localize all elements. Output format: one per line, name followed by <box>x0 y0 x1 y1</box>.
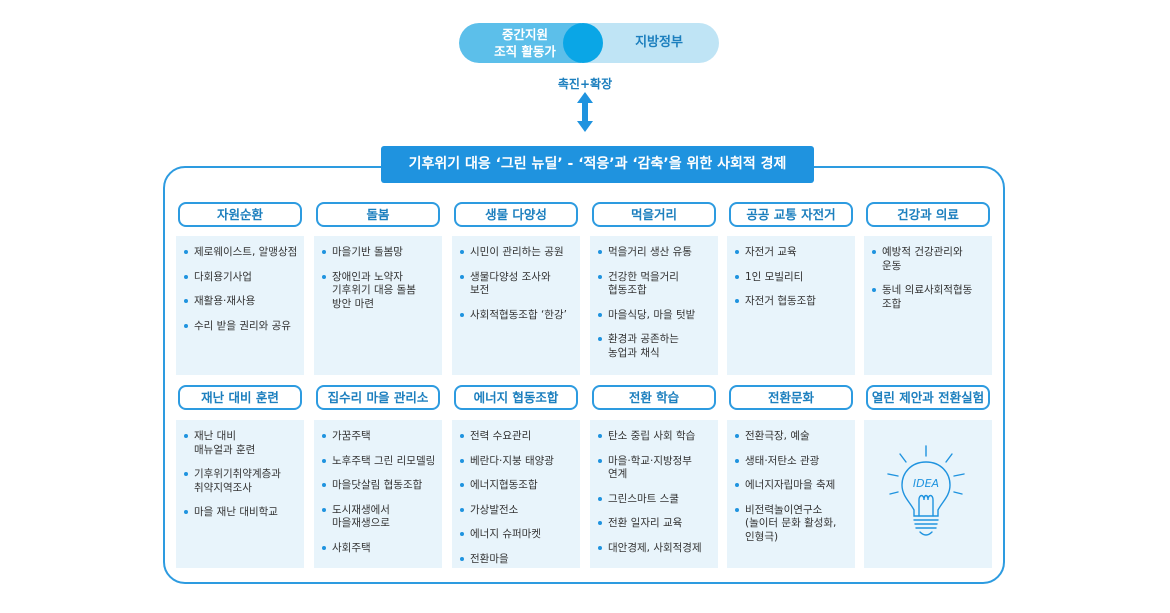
list-item: 전력 수요관리 <box>460 430 574 444</box>
list-item: 에너지협동조합 <box>460 479 574 493</box>
list-item: 가상발전소 <box>460 504 574 518</box>
list-item: 마을닷살림 협동조합 <box>322 479 436 493</box>
list-item: 자전거 교육 <box>735 246 849 260</box>
box-health-medical: 예방적 건강관리와 운동 동네 의료사회적협동 조합 <box>864 236 992 375</box>
category-house-repair-office: 집수리 마을 관리소 <box>316 385 440 410</box>
box-public-transport-bicycle: 자전거 교육 1인 모빌리티 자전거 협동조합 <box>727 236 855 375</box>
list-item: 비전력놀이연구소 (놀이터 문화 활성화, 인형극) <box>735 504 849 545</box>
list-item: 마을·학교·지방정부 연계 <box>598 455 712 482</box>
list-item: 노후주택 그린 리모델링 <box>322 455 436 469</box>
actor-pill: 중간지원 조직 활동가 지방정부 <box>459 23 719 63</box>
bulb-idea-text: IDEA <box>913 477 939 490</box>
category-biodiversity: 생물 다양성 <box>454 202 578 227</box>
list-item: 생태·저탄소 관광 <box>735 455 849 469</box>
category-public-transport-bicycle: 공공 교통 자전거 <box>729 202 853 227</box>
pill-center-circle <box>563 23 603 63</box>
list-item: 탄소 중립 사회 학습 <box>598 430 712 444</box>
list-item: 마을 재난 대비학교 <box>184 506 298 520</box>
list-item: 전환극장, 예술 <box>735 430 849 444</box>
list-item: 에너지자립마을 축제 <box>735 479 849 493</box>
category-health-medical: 건강과 의료 <box>866 202 990 227</box>
list-item: 재난 대비 매뉴얼과 훈련 <box>184 430 298 457</box>
list-item: 재활용·재사용 <box>184 295 298 309</box>
list-item: 다회용기사업 <box>184 271 298 285</box>
list-item: 에너지 슈퍼마켓 <box>460 528 574 542</box>
list-item: 먹을거리 생산 유통 <box>598 246 712 260</box>
list-item: 그린스마트 스쿨 <box>598 493 712 507</box>
double-arrow-icon <box>575 92 595 132</box>
category-resource-circulation: 자원순환 <box>178 202 302 227</box>
list-item: 전환마을 <box>460 553 574 567</box>
box-disaster-training: 재난 대비 매뉴얼과 훈련 기후위기취약계층과 취약지역조사 마을 재난 대비학… <box>176 420 304 568</box>
list-item: 사회주택 <box>322 542 436 556</box>
box-energy-cooperative: 전력 수요관리 베란다·지붕 태양광 에너지협동조합 가상발전소 에너지 슈퍼마… <box>452 420 580 568</box>
promote-expand-label: 촉진+확장 <box>540 75 630 92</box>
list-item: 가꿈주택 <box>322 430 436 444</box>
list-item: 도시재생에서 마을재생으로 <box>322 504 436 531</box>
list-item: 장애인과 노약자 기후위기 대응 돌봄 방안 마련 <box>322 271 436 312</box>
category-disaster-training: 재난 대비 훈련 <box>178 385 302 410</box>
box-house-repair-office: 가꿈주택 노후주택 그린 리모델링 마을닷살림 협동조합 도시재생에서 마을재생… <box>314 420 442 568</box>
box-care: 마을기반 돌봄망 장애인과 노약자 기후위기 대응 돌봄 방안 마련 <box>314 236 442 375</box>
list-item: 마을기반 돌봄망 <box>322 246 436 260</box>
category-food: 먹을거리 <box>592 202 716 227</box>
list-item: 환경과 공존하는 농업과 채식 <box>598 333 712 360</box>
list-item: 기후위기취약계층과 취약지역조사 <box>184 468 298 495</box>
lightbulb-icon: IDEA <box>886 444 966 544</box>
list-item: 사회적협동조합 ‘한강’ <box>460 309 574 323</box>
category-transition-culture: 전환문화 <box>729 385 853 410</box>
list-item: 전환 일자리 교육 <box>598 517 712 531</box>
category-care: 돌봄 <box>316 202 440 227</box>
box-transition-culture: 전환극장, 예술 생태·저탄소 관광 에너지자립마을 축제 비전력놀이연구소 (… <box>727 420 855 568</box>
list-item: 예방적 건강관리와 운동 <box>872 246 986 273</box>
list-item: 수리 받을 권리와 공유 <box>184 320 298 334</box>
box-resource-circulation: 제로웨이스트, 알맹상점 다회용기사업 재활용·재사용 수리 받을 권리와 공유 <box>176 236 304 375</box>
box-transition-learning: 탄소 중립 사회 학습 마을·학교·지방정부 연계 그린스마트 스쿨 전환 일자… <box>590 420 718 568</box>
list-item: 생물다양성 조사와 보전 <box>460 271 574 298</box>
list-item: 동네 의료사회적협동 조합 <box>872 284 986 311</box>
main-title: 기후위기 대응 ‘그린 뉴딜’ - ‘적응’과 ‘감축’을 위한 사회적 경제 <box>381 146 814 183</box>
list-item: 대안경제, 사회적경제 <box>598 542 712 556</box>
list-item: 1인 모빌리티 <box>735 271 849 285</box>
list-item: 시민이 관리하는 공원 <box>460 246 574 260</box>
list-item: 자전거 협동조합 <box>735 295 849 309</box>
category-energy-cooperative: 에너지 협동조합 <box>454 385 578 410</box>
box-food: 먹을거리 생산 유통 건강한 먹을거리 협동조합 마을식당, 마을 텃밭 환경과… <box>590 236 718 375</box>
box-biodiversity: 시민이 관리하는 공원 생물다양성 조사와 보전 사회적협동조합 ‘한강’ <box>452 236 580 375</box>
local-government-label: 지방정부 <box>609 23 709 63</box>
category-transition-learning: 전환 학습 <box>592 385 716 410</box>
list-item: 제로웨이스트, 알맹상점 <box>184 246 298 260</box>
list-item: 마을식당, 마을 텃밭 <box>598 309 712 323</box>
list-item: 건강한 먹을거리 협동조합 <box>598 271 712 298</box>
list-item: 베란다·지붕 태양광 <box>460 455 574 469</box>
category-open-proposal: 열린 제안과 전환실험 <box>866 385 990 410</box>
